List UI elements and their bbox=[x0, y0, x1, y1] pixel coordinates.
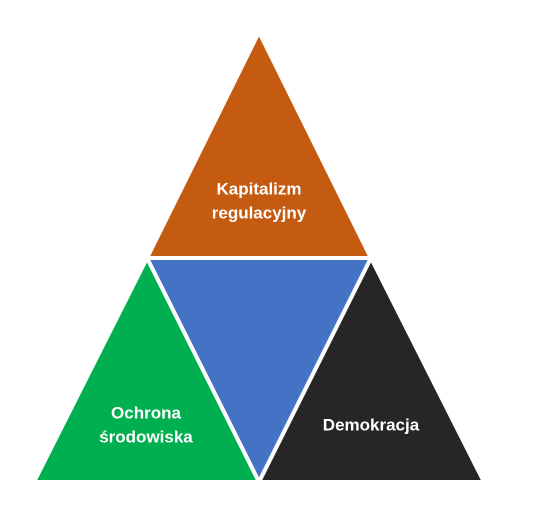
left-label-line-2: środowiska bbox=[99, 427, 193, 446]
top-label-line-1: Kapitalizm bbox=[216, 179, 301, 198]
top-triangle bbox=[143, 27, 375, 260]
right-label: Demokracja bbox=[323, 415, 420, 434]
top-label-line-2: regulacyjny bbox=[212, 203, 307, 222]
right-triangle bbox=[255, 253, 488, 484]
left-label-line-1: Ochrona bbox=[111, 403, 181, 422]
left-triangle bbox=[30, 253, 263, 484]
